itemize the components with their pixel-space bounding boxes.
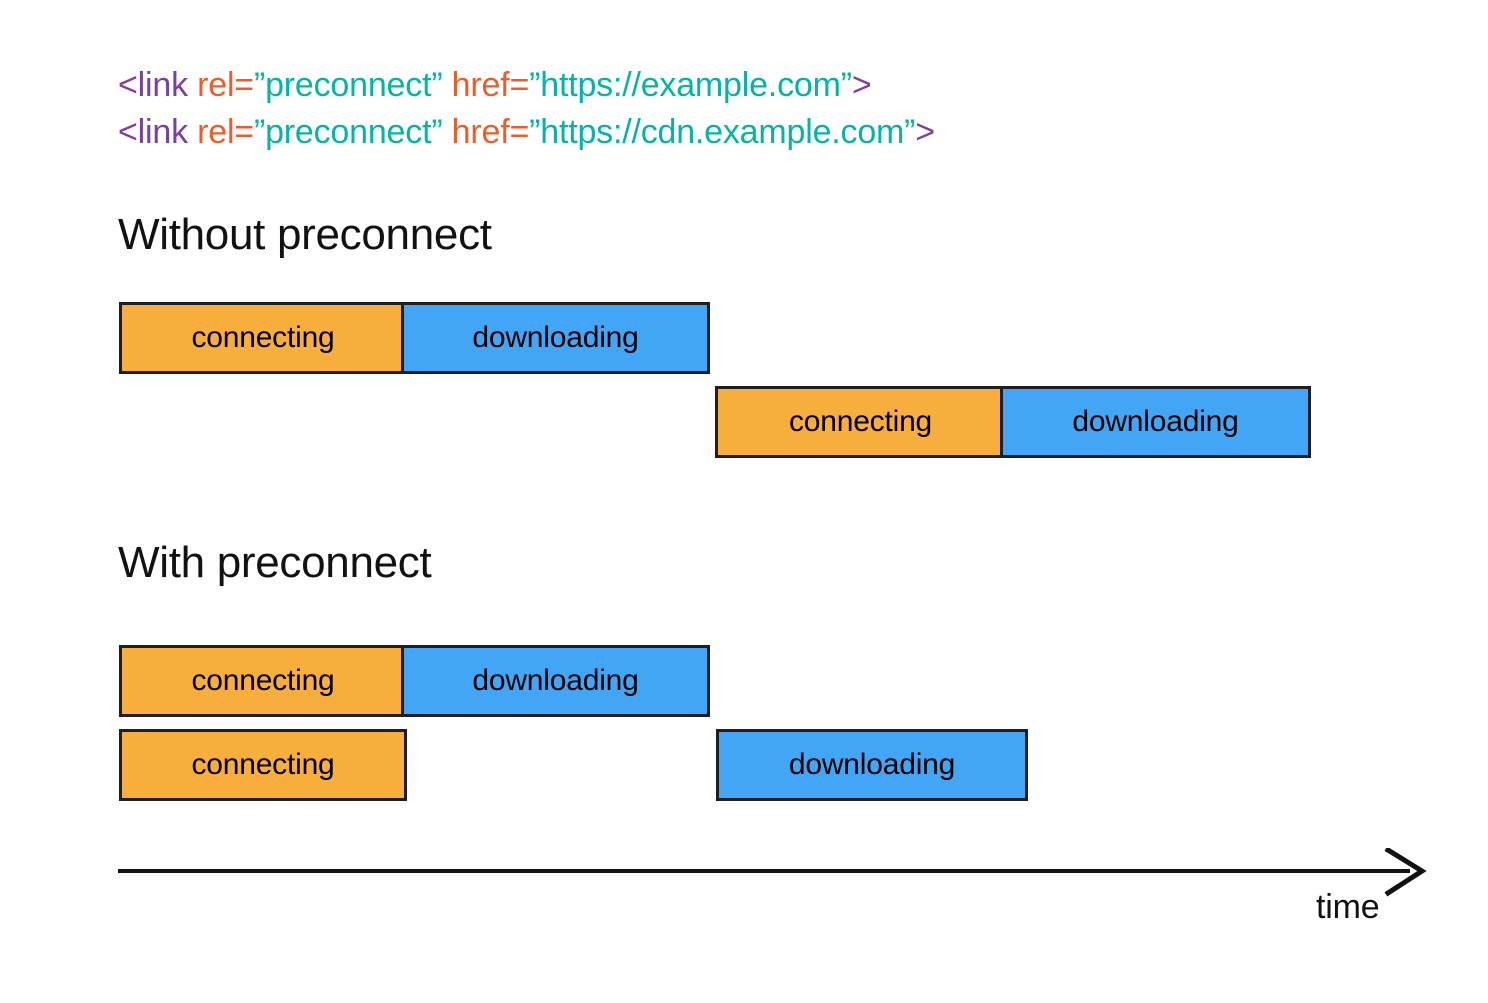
code-tag-close: > xyxy=(915,113,935,151)
section-heading-without-preconnect: Without preconnect xyxy=(118,210,492,259)
bar-segment-downloading: downloading xyxy=(401,645,710,717)
bar-segment-connecting: connecting xyxy=(715,386,1006,458)
code-value-rel: ”preconnect” xyxy=(253,66,443,104)
code-value-rel: ”preconnect” xyxy=(253,113,443,151)
bar-segment-connecting: connecting xyxy=(119,729,407,801)
code-line-1: <link rel=”preconnect” href=”https://exa… xyxy=(118,62,935,109)
code-value-href: ”https://cdn.example.com” xyxy=(529,113,916,151)
bar-segment-downloading: downloading xyxy=(716,729,1028,801)
bar-segment-connecting: connecting xyxy=(119,302,407,374)
time-axis-arrow-right-icon xyxy=(118,848,1427,897)
bar-segment-downloading: downloading xyxy=(1000,386,1311,458)
code-tag-open: <link xyxy=(118,113,198,151)
time-axis-label: time xyxy=(1316,888,1380,926)
section-heading-with-preconnect: With preconnect xyxy=(118,538,432,587)
code-attr-href: href= xyxy=(442,113,530,151)
code-value-href: ”https://example.com” xyxy=(529,66,852,104)
code-tag-close: > xyxy=(851,66,872,104)
code-line-2: <link rel=”preconnect” href=”https://cdn… xyxy=(118,109,935,156)
code-attr-rel: rel= xyxy=(197,113,254,151)
code-attr-href: href= xyxy=(442,66,530,104)
code-snippet: <link rel=”preconnect” href=”https://exa… xyxy=(118,62,935,156)
code-attr-rel: rel= xyxy=(197,66,254,104)
bar-segment-connecting: connecting xyxy=(119,645,407,717)
code-tag-open: <link xyxy=(118,66,198,104)
bar-segment-downloading: downloading xyxy=(401,302,710,374)
